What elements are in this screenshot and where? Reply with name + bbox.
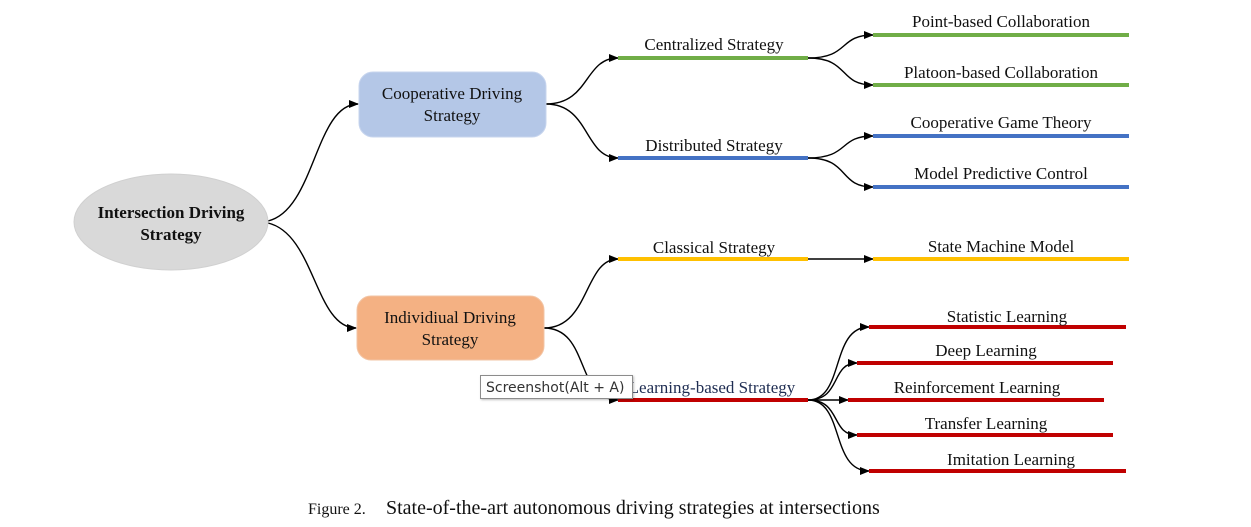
edge-root-to-cooperative [267, 100, 359, 222]
root-label-line2: Strategy [140, 225, 202, 244]
cooperative-label-line1: Cooperative Driving [382, 84, 523, 103]
game-label: Cooperative Game Theory [911, 113, 1092, 132]
caption-text: State-of-the-art autonomous driving stra… [386, 497, 880, 519]
leaf-level: Point-based Collaboration Platoon-based … [848, 12, 1129, 473]
fsm-label: State Machine Model [928, 237, 1075, 256]
imitation-label: Imitation Learning [947, 450, 1075, 469]
root-node: Intersection Driving Strategy [73, 173, 269, 271]
edge-learning-to-deep [807, 359, 858, 401]
cooperative-node: Cooperative Driving Strategy [358, 71, 547, 138]
individual-node: Individiual Driving Strategy [356, 295, 545, 361]
edge-root-to-individual [267, 222, 357, 332]
deep-label: Deep Learning [935, 341, 1037, 360]
distributed-label: Distributed Strategy [645, 136, 783, 155]
point-label: Point-based Collaboration [912, 12, 1091, 31]
screenshot-tooltip: Screenshot(Alt + A) [480, 375, 633, 399]
edge-learning-to-transfer [807, 399, 858, 439]
edge-learning-to-imitation [807, 399, 870, 475]
edges [267, 31, 874, 475]
edge-cooperative-to-centralized [545, 54, 619, 105]
edge-centralized-to-platoon [807, 57, 874, 89]
figure-caption: Figure 2. State-of-the-art autonomous dr… [308, 497, 880, 519]
classical-label: Classical Strategy [653, 238, 776, 257]
learning-label: Learning-based Strategy [629, 378, 796, 397]
edge-individual-to-classical [543, 255, 619, 329]
statistic-label: Statistic Learning [947, 307, 1068, 326]
centralized-label: Centralized Strategy [644, 35, 784, 54]
edge-distributed-to-game [807, 132, 874, 159]
edge-distributed-to-mpc [807, 157, 874, 191]
transfer-label: Transfer Learning [925, 414, 1048, 433]
strategy-level: Centralized Strategy Distributed Strateg… [618, 35, 808, 402]
individual-label-line1: Individiual Driving [384, 308, 516, 327]
platoon-label: Platoon-based Collaboration [904, 63, 1099, 82]
mpc-label: Model Predictive Control [914, 164, 1088, 183]
edge-centralized-to-point [807, 31, 874, 59]
individual-label-line2: Strategy [422, 330, 479, 349]
reinforcement-label: Reinforcement Learning [894, 378, 1061, 397]
root-label-line1: Intersection Driving [98, 203, 245, 222]
cooperative-label-line2: Strategy [424, 106, 481, 125]
edge-learning-to-statistic [807, 323, 870, 401]
caption-prefix: Figure 2. [308, 501, 366, 518]
edge-cooperative-to-distributed [545, 103, 619, 162]
